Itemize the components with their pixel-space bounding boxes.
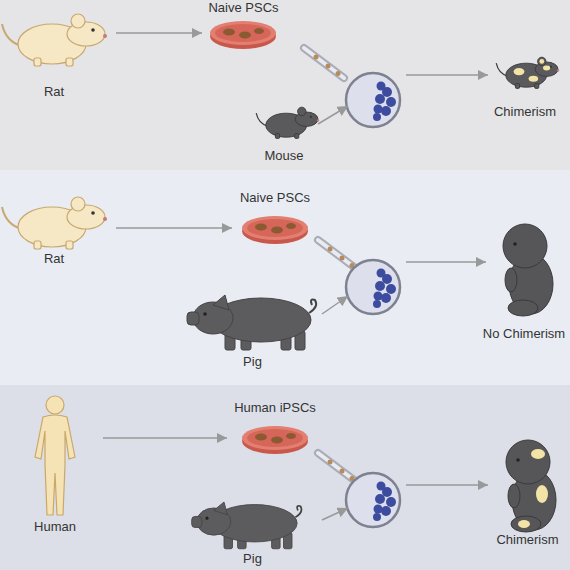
flow-arrow <box>103 437 227 439</box>
illustration-node: Human <box>15 392 95 535</box>
node-label: Human iPSCs <box>206 400 344 416</box>
flow-arrow <box>406 261 486 263</box>
node-label: Rat <box>0 84 132 100</box>
injection-pipette <box>318 240 358 270</box>
chimeric-fetus <box>506 440 556 532</box>
flow-arrow <box>116 227 232 229</box>
node-label: Naive PSCs <box>211 190 339 206</box>
flow-arrow <box>322 296 348 314</box>
illustration-node: Rat <box>0 0 108 100</box>
illustration-node: Pig <box>180 498 325 567</box>
injection-pipette <box>304 48 344 78</box>
chimeric-mouse <box>496 57 559 88</box>
pig-illustration <box>192 502 302 549</box>
blastocyst <box>346 260 400 314</box>
human-illustration <box>35 396 75 515</box>
flow-arrow <box>318 106 348 124</box>
culture-dish <box>242 216 308 244</box>
illustration-node: Chimerism <box>490 440 565 548</box>
node-label: Pig <box>156 551 349 567</box>
illustration-node: Rat <box>0 185 108 267</box>
illustration-node: Naive PSCs <box>205 0 282 50</box>
culture-dish <box>210 21 276 49</box>
panel-band <box>0 170 570 385</box>
rat-illustration <box>2 14 107 66</box>
node-label: Pig <box>156 354 349 370</box>
flow-arrow <box>322 508 348 520</box>
pig-illustration <box>187 295 316 350</box>
flow-arrow <box>116 32 202 34</box>
injection-pipette <box>318 453 358 483</box>
illustration-node: Human iPSCs <box>230 400 320 455</box>
node-label: Naive PSCs <box>181 0 306 16</box>
node-label: No Chimerism <box>461 326 570 342</box>
mouse-illustration <box>256 107 319 138</box>
culture-dish <box>242 426 308 454</box>
illustration-node: Pig <box>180 290 325 370</box>
flow-arrow <box>406 74 488 76</box>
flow-arrow <box>406 484 488 486</box>
illustration-node: Chimerism <box>490 50 560 120</box>
pig-fetus <box>503 224 553 316</box>
blastocyst <box>346 73 400 127</box>
illustration-node: Mouse <box>245 112 323 164</box>
illustration-node: No Chimerism <box>485 222 563 342</box>
node-label: Rat <box>0 251 132 267</box>
illustration-node: Naive PSCs <box>235 190 315 245</box>
panel-band <box>0 385 570 570</box>
node-label: Mouse <box>221 148 347 164</box>
node-label: Chimerism <box>466 532 570 548</box>
node-label: Chimerism <box>466 104 570 120</box>
panel-band <box>0 0 570 170</box>
rat-illustration <box>2 197 107 249</box>
blastocyst <box>346 473 400 527</box>
node-label: Human <box>0 519 119 535</box>
